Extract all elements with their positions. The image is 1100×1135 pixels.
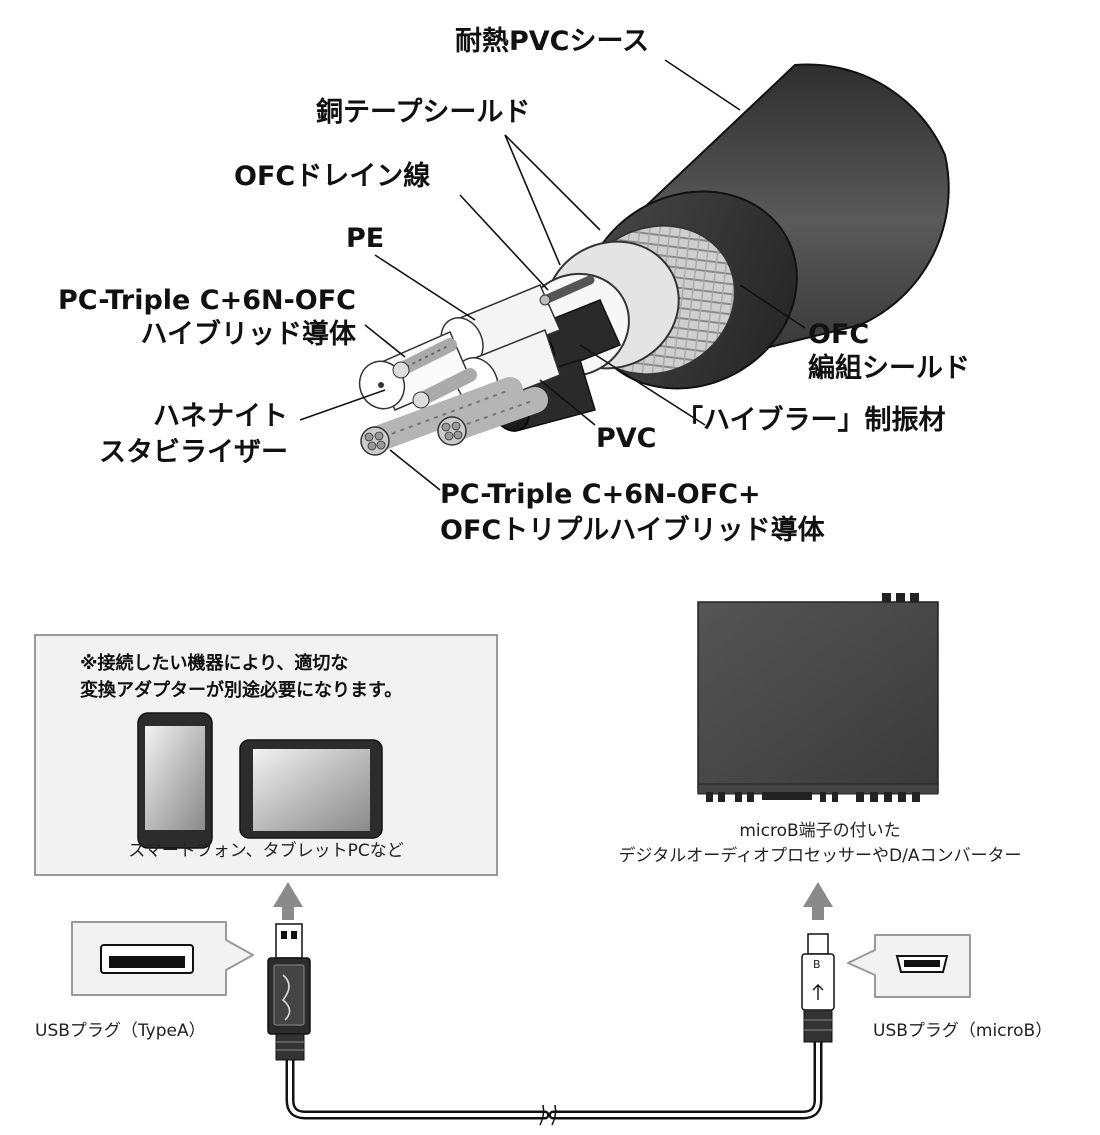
stabilizer-label-2: スタビライザー bbox=[99, 437, 288, 468]
drain-wire-label: OFCドレイン線 bbox=[234, 161, 431, 192]
leader-lines bbox=[299, 59, 806, 491]
micro-b-callout bbox=[847, 934, 971, 998]
triple-conductor-label-2: OFCトリプルハイブリッド導体 bbox=[440, 515, 825, 546]
pvc-label: PVC bbox=[596, 423, 657, 454]
arrow-up-icon bbox=[803, 882, 833, 920]
damping-material-label: 「ハイブラー」制振材 bbox=[676, 405, 946, 436]
triple-conductor-strands bbox=[360, 377, 548, 456]
micro-b-letter: B bbox=[813, 958, 821, 971]
hybrid-conductor-strands bbox=[392, 338, 477, 409]
smartphone-icon bbox=[137, 712, 213, 849]
cable-illustration bbox=[358, 63, 950, 456]
type-a-callout bbox=[71, 921, 254, 996]
usb-type-a-label: USBプラグ（TypeA） bbox=[35, 1021, 206, 1041]
copper-tape-label: 銅テープシールド bbox=[316, 97, 531, 128]
usb-micro-b-label: USBプラグ（microB） bbox=[873, 1021, 1053, 1041]
usb-type-a-plug bbox=[267, 923, 311, 1061]
dac-caption-1: microB端子の付いた bbox=[739, 821, 901, 841]
upload-arrows bbox=[273, 882, 833, 920]
devices-caption: スマートフォン、タブレットPCなど bbox=[128, 841, 404, 861]
sheath-label: 耐熱PVCシース bbox=[455, 26, 650, 57]
dac-caption-2: デジタルオーディオプロセッサーやD/Aコンバーター bbox=[618, 846, 1022, 866]
stabilizer-label-1: ハネナイト bbox=[153, 401, 288, 432]
pe-label: PE bbox=[346, 223, 385, 254]
hybrid-conductor-label-1: PC-Triple C+6N-OFC bbox=[57, 285, 356, 316]
usb-micro-b-plug bbox=[801, 933, 835, 1043]
audio-processor-icon bbox=[697, 593, 939, 802]
usb-cable bbox=[285, 1037, 823, 1126]
ofc-braid-label-1: OFC bbox=[808, 319, 870, 350]
hybrid-conductor-label-2: ハイブリッド導体 bbox=[140, 319, 356, 350]
adapter-note-1: ※接続したい機器により、適切な bbox=[80, 653, 349, 674]
arrow-up-icon bbox=[273, 882, 303, 920]
ofc-drain-wire bbox=[539, 275, 595, 306]
adapter-note-2: 変換アダプターが別途必要になります。 bbox=[80, 680, 403, 701]
tablet-icon bbox=[239, 739, 383, 839]
ofc-braid-label-2: 編組シールド bbox=[808, 353, 970, 384]
triple-conductor-label-1: PC-Triple C+6N-OFC+ bbox=[440, 479, 761, 510]
